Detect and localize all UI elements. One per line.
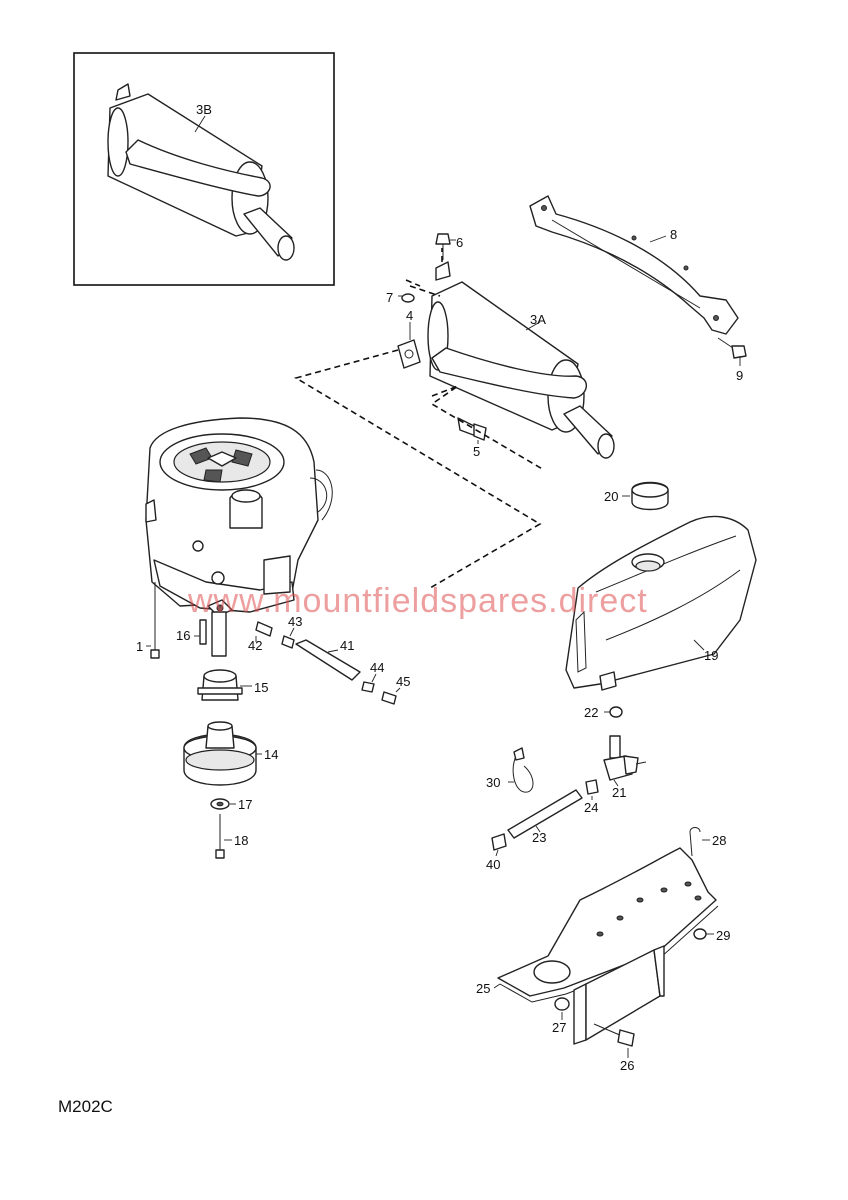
bolt-6: [435, 233, 456, 260]
label-17: 17: [238, 797, 252, 812]
nut-7: [398, 279, 441, 303]
label-9: 9: [736, 368, 743, 383]
hose-41: [295, 639, 361, 681]
callout-labels: 3B 6 7 8 4 3A 9 5 20 1 16 43 42 41 19 44…: [136, 102, 743, 1073]
pulley-14: [183, 721, 262, 786]
label-27: 27: [552, 1020, 566, 1035]
engine: [145, 417, 333, 617]
engine-bolt-1: [146, 582, 160, 659]
label-1: 1: [136, 639, 143, 654]
fitting-40: [491, 833, 507, 857]
label-22: 22: [584, 705, 598, 720]
bracket-8: [529, 195, 739, 335]
clip-43: [281, 627, 295, 649]
label-25: 25: [476, 981, 490, 996]
inset-muffler-3b: [73, 52, 335, 286]
label-40: 40: [486, 857, 500, 872]
label-4: 4: [406, 308, 413, 323]
key-16: [194, 619, 207, 645]
label-29: 29: [716, 928, 730, 943]
label-21: 21: [612, 785, 626, 800]
label-8: 8: [670, 227, 677, 242]
muffler-3a: [427, 248, 615, 459]
fuel-cap-20: [622, 481, 669, 511]
fitting-45: [381, 687, 401, 705]
label-45: 45: [396, 674, 410, 689]
label-28: 28: [712, 833, 726, 848]
fuel-tank-19: [565, 515, 757, 691]
fitting-42: [255, 621, 273, 642]
gasket-4: [397, 322, 421, 369]
label-42: 42: [248, 638, 262, 653]
label-7: 7: [386, 290, 393, 305]
grommet-22: [604, 706, 623, 718]
label-14: 14: [264, 747, 278, 762]
bolt-9: [717, 337, 747, 366]
rod-28: [689, 827, 710, 857]
mounting-plate-25: [493, 847, 719, 1045]
bolt-26: [593, 1023, 635, 1058]
label-5: 5: [473, 444, 480, 459]
label-3b: 3B: [196, 102, 212, 117]
fuel-valve-21: [603, 735, 647, 787]
exhaust-route-dashed: [293, 349, 545, 589]
label-26: 26: [620, 1058, 634, 1073]
label-41: 41: [340, 638, 354, 653]
label-16: 16: [176, 628, 190, 643]
pulley-15: [197, 669, 252, 701]
clip-24: [585, 779, 599, 800]
clip-44: [361, 673, 377, 693]
label-19: 19: [704, 648, 718, 663]
hose-23: [507, 789, 583, 839]
label-24: 24: [584, 800, 598, 815]
washer-17: [210, 798, 236, 810]
diagram-code: M202C: [58, 1097, 113, 1116]
label-23: 23: [532, 830, 546, 845]
label-30: 30: [486, 775, 500, 790]
label-43: 43: [288, 614, 302, 629]
label-18: 18: [234, 833, 248, 848]
bolt-18: [215, 814, 232, 859]
nut-29: [693, 928, 714, 940]
label-3a: 3A: [530, 312, 546, 327]
label-20: 20: [604, 489, 618, 504]
watermark-text: www.mountfieldspares.direct: [187, 582, 648, 620]
cable-tie-30: [508, 747, 534, 793]
label-6: 6: [456, 235, 463, 250]
nut-27: [554, 997, 570, 1020]
label-44: 44: [370, 660, 384, 675]
crankshaft: [211, 611, 227, 657]
label-15: 15: [254, 680, 268, 695]
